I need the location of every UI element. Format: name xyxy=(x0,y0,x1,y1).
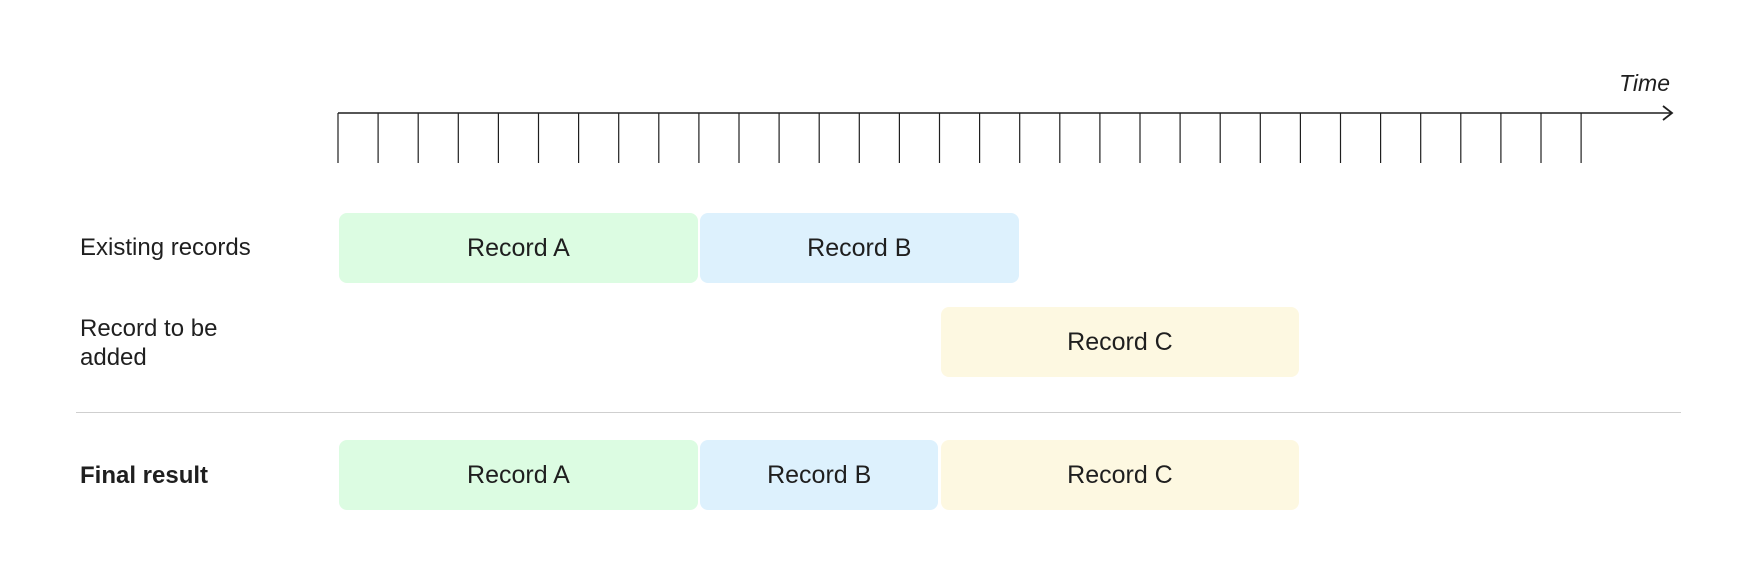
record-label: Record A xyxy=(467,460,570,489)
record-c-final: Record C xyxy=(940,440,1300,510)
row-label-record-to-be-added: Record to be added xyxy=(80,315,218,371)
divider xyxy=(76,412,1681,413)
record-label: Record C xyxy=(1067,460,1173,489)
record-label: Record A xyxy=(467,233,570,262)
time-axis xyxy=(337,105,1674,163)
record-a-final: Record A xyxy=(339,440,698,510)
row-label-final-result: Final result xyxy=(80,462,209,489)
time-axis-ticks xyxy=(337,113,1582,163)
record-b-final: Record B xyxy=(699,440,939,510)
record-a-existing: Record A xyxy=(339,213,698,283)
record-c-to-add: Record C xyxy=(940,307,1300,377)
record-b-existing: Record B xyxy=(699,213,1019,283)
record-label: Record B xyxy=(767,460,872,489)
record-label: Record B xyxy=(807,233,912,262)
time-axis-arrowhead xyxy=(1662,105,1674,121)
row-label-existing-records: Existing records xyxy=(80,234,251,261)
time-axis-label: Time xyxy=(1619,70,1670,96)
record-label: Record C xyxy=(1067,327,1173,356)
